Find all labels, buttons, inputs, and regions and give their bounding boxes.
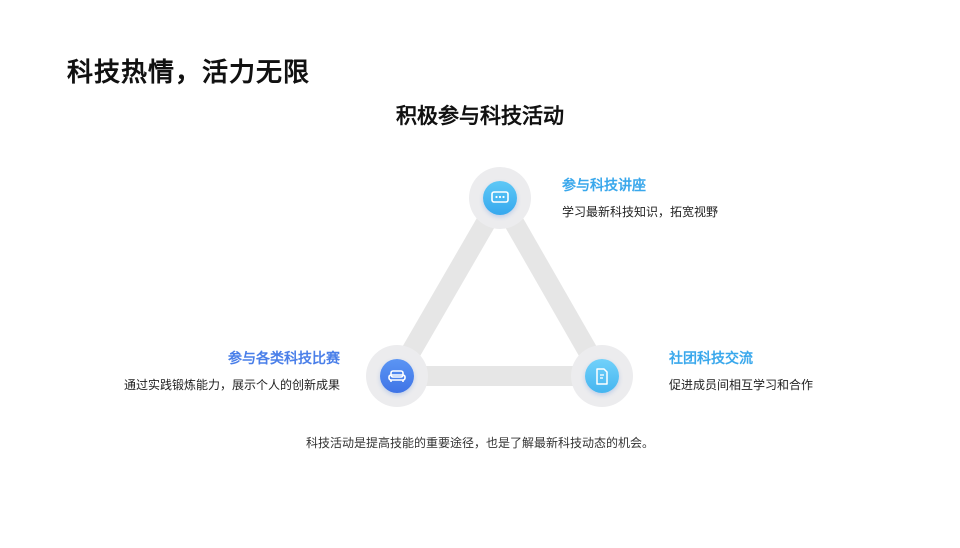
node-right-exchange (571, 345, 633, 407)
page-title: 科技热情，活力无限 (67, 58, 311, 88)
node-desc: 促进成员间相互学习和合作 (669, 378, 814, 392)
node-title: 参与各类科技比赛 (228, 351, 340, 367)
node-title: 社团科技交流 (669, 351, 753, 367)
node-title: 参与科技讲座 (562, 178, 646, 194)
node-desc: 学习最新科技知识，拓宽视野 (562, 205, 719, 219)
footnote: 科技活动是提高技能的重要途径，也是了解最新科技动态的机会。 (305, 436, 654, 450)
chat-icon (483, 181, 517, 215)
document-icon (585, 359, 619, 393)
label-left-competition: 参与各类科技比赛 通过实践锻炼能力，展示个人的创新成果 (124, 348, 340, 393)
diagram-title: 积极参与科技活动 (396, 104, 564, 128)
node-left-competition (366, 345, 428, 407)
sofa-icon (380, 359, 414, 393)
node-desc: 通过实践锻炼能力，展示个人的创新成果 (123, 378, 340, 392)
label-top-lecture: 参与科技讲座 学习最新科技知识，拓宽视野 (562, 175, 718, 220)
node-top-lecture (469, 167, 531, 229)
label-right-exchange: 社团科技交流 促进成员间相互学习和合作 (669, 348, 813, 393)
